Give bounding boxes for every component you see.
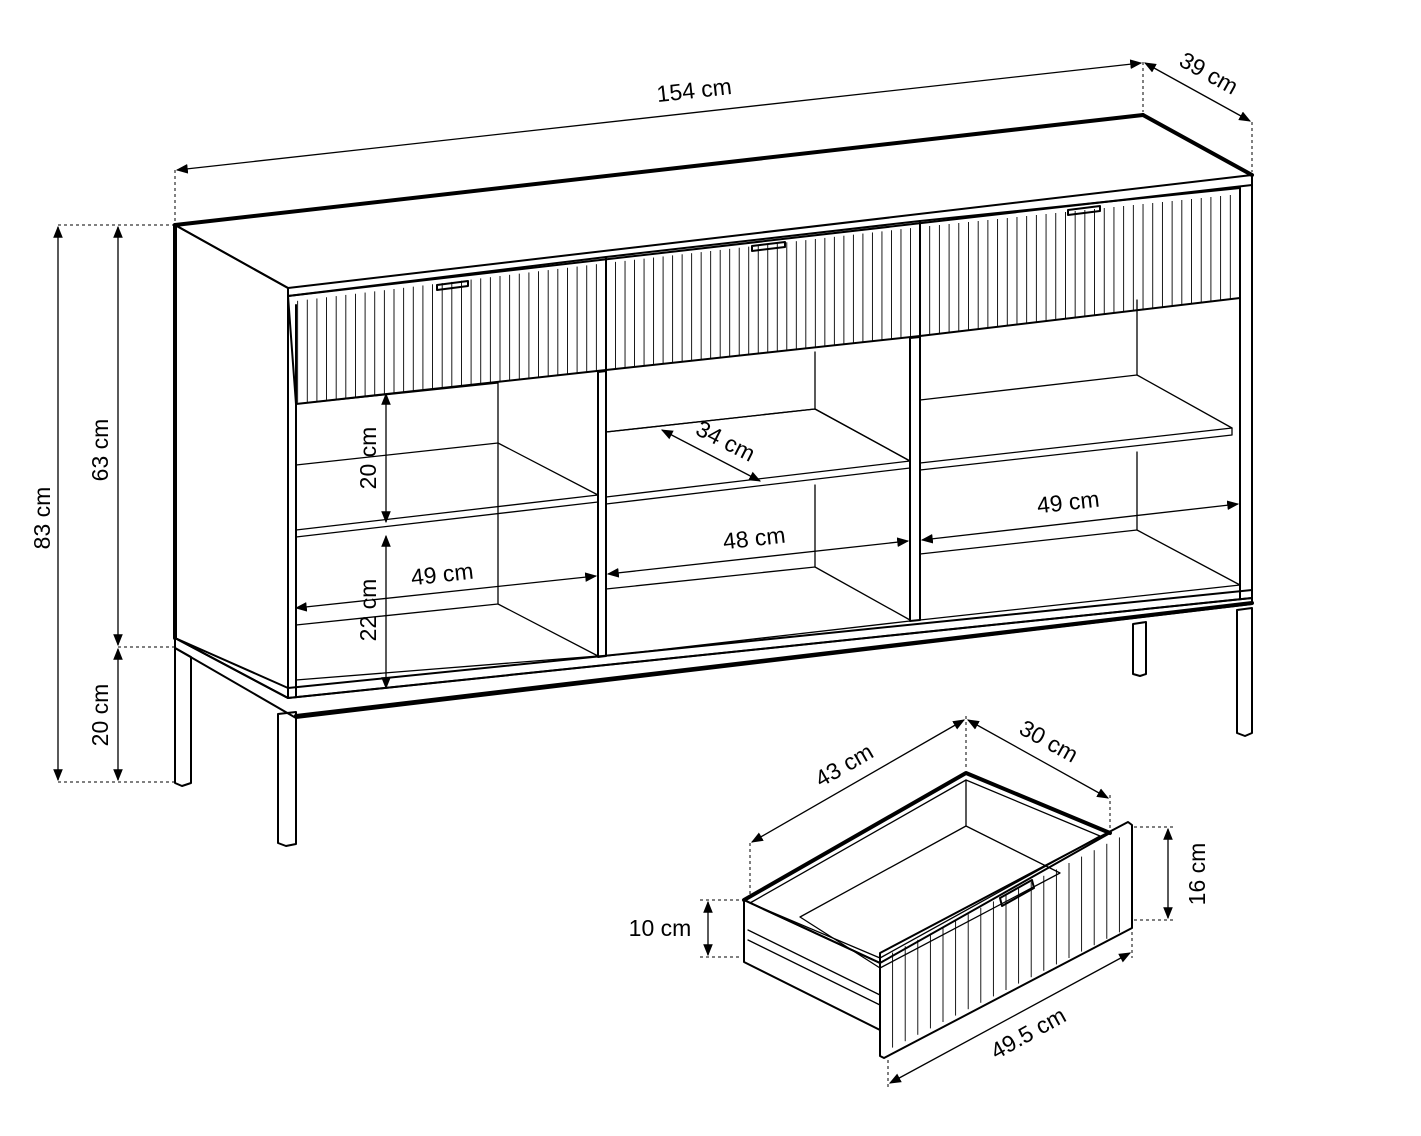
drawer-handle-left xyxy=(436,280,469,291)
label-drawer-side-height: 10 cm xyxy=(629,915,692,941)
drawer-detail-handle xyxy=(999,879,1035,907)
drawer-front-middle xyxy=(605,220,921,371)
drawer-handle-right xyxy=(1067,205,1101,216)
label-depth: 39 cm xyxy=(1175,46,1242,99)
label-drawer-inner-width: 43 cm xyxy=(810,738,877,792)
drawer-detail-front xyxy=(879,821,1133,1059)
label-shelf-upper: 20 cm xyxy=(355,427,381,490)
leg-back-left xyxy=(174,647,192,787)
label-width: 154 cm xyxy=(655,73,733,107)
leg-front-left xyxy=(277,711,297,847)
drawer-front-right xyxy=(919,187,1241,337)
base-frame xyxy=(174,597,1254,847)
drawer-fronts xyxy=(287,187,1241,405)
drawer-handle-middle xyxy=(751,241,786,252)
left-side-panel xyxy=(174,224,289,699)
sideboard xyxy=(173,113,1254,847)
label-shelf-lower: 22 cm xyxy=(355,579,381,642)
dimension-lines xyxy=(53,59,1253,1088)
drawer-detail xyxy=(742,771,1133,1059)
label-drawer-front-width: 49.5 cm xyxy=(986,1002,1070,1064)
leg-back-right xyxy=(1132,621,1147,677)
label-inner-width-left: 49 cm xyxy=(410,558,475,591)
label-height-total: 83 cm xyxy=(29,487,55,550)
dimension-labels: 154 cm 39 cm 83 cm 63 cm 20 cm 20 cm 22 … xyxy=(29,46,1243,1064)
drawer-front-left xyxy=(287,256,607,405)
drawer-side-panel xyxy=(743,899,881,1031)
label-height-legs: 20 cm xyxy=(87,684,113,747)
leg-front-right xyxy=(1236,607,1253,737)
sideboard-top xyxy=(174,114,1253,289)
label-inner-depth: 34 cm xyxy=(692,415,760,467)
label-drawer-front-height: 16 cm xyxy=(1184,843,1210,906)
label-drawer-inner-depth: 30 cm xyxy=(1015,714,1082,767)
label-inner-width-right: 49 cm xyxy=(1036,486,1101,519)
label-height-body: 63 cm xyxy=(87,419,113,482)
label-inner-width-middle: 48 cm xyxy=(722,522,787,555)
